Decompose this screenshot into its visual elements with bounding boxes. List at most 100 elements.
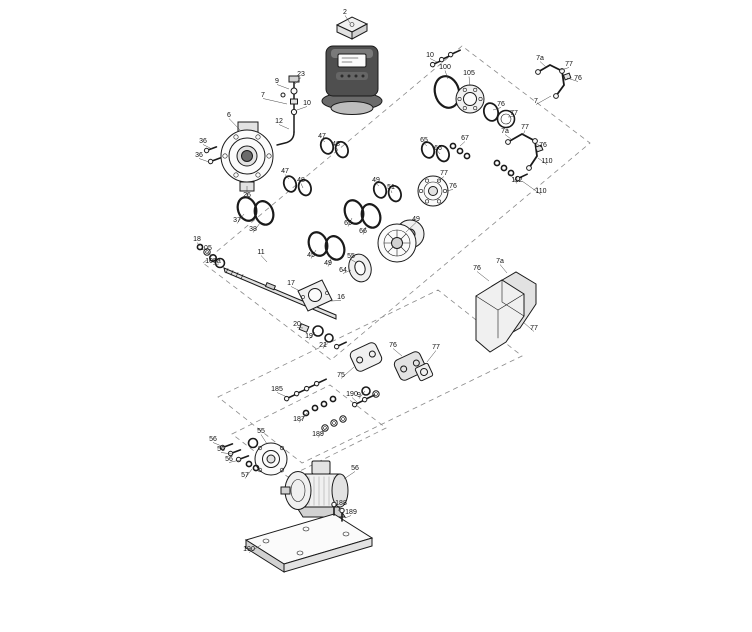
part-callout: 49 <box>324 260 332 267</box>
leader-line <box>392 348 403 357</box>
part-callout: 75 <box>337 372 345 379</box>
leader-line <box>322 339 328 349</box>
leader-line <box>537 157 548 165</box>
leader-line <box>347 217 353 227</box>
part-callout: 21 <box>319 342 327 349</box>
part-callout: 17 <box>287 280 295 287</box>
part-callout: 38 <box>249 226 257 233</box>
leader-line <box>437 151 441 155</box>
part-callout: 77 <box>521 124 529 131</box>
nut <box>330 419 338 427</box>
pump-stool <box>475 271 537 353</box>
leader-line <box>423 143 428 147</box>
leader-line <box>244 468 253 479</box>
leader-line <box>296 106 308 111</box>
bearing-assembly <box>377 219 425 263</box>
leader-line <box>290 286 301 292</box>
leader-line <box>350 259 358 264</box>
washer <box>320 400 328 408</box>
part-callout: 6 <box>227 112 231 119</box>
leader-line <box>444 70 449 80</box>
leader-line <box>436 176 445 183</box>
part-callout: 48 <box>297 177 305 184</box>
leader-line <box>504 134 512 140</box>
fan-cover <box>335 16 369 40</box>
part-callout: 9 <box>357 392 361 399</box>
part-callout: 10 <box>426 52 434 59</box>
part-callout: 66 <box>434 145 442 152</box>
leader-line <box>535 142 544 149</box>
part-callout: 47 <box>318 133 326 140</box>
part-callout: 56 <box>351 465 359 472</box>
leader-line <box>220 452 233 455</box>
part-callout: 56 <box>209 436 217 443</box>
washer <box>245 460 253 468</box>
motor-flange <box>218 437 288 476</box>
part-callout: 37 <box>233 217 241 224</box>
part-callout: 110 <box>535 188 546 195</box>
part-callout: 47 <box>281 168 289 175</box>
priming-pipe <box>276 75 300 146</box>
screw <box>332 339 348 351</box>
leader-line <box>344 15 351 24</box>
leader-line <box>330 300 342 302</box>
leader-line <box>317 427 327 438</box>
part-callout: 26 <box>243 192 251 199</box>
leader-line <box>429 58 438 63</box>
leader-line <box>426 350 437 363</box>
part-callout: 45 <box>307 252 315 259</box>
nut <box>339 415 347 423</box>
part-callout: 7a <box>496 258 504 265</box>
leader-line <box>521 180 542 195</box>
part-callout: 23 <box>297 71 305 78</box>
washer <box>493 159 501 167</box>
part-callout: 66 <box>359 228 367 235</box>
leader-line <box>351 397 358 403</box>
part-callout: 105a <box>205 258 221 265</box>
washer <box>500 164 508 172</box>
baseplate <box>244 501 374 573</box>
part-callout: 105 <box>200 245 212 252</box>
part-callout: 11 <box>257 249 264 256</box>
part-callout: 100 <box>439 64 451 71</box>
leader-line <box>507 116 515 118</box>
leader-line <box>228 459 241 463</box>
shaft-assembly <box>196 243 348 351</box>
fastener-set <box>282 376 380 432</box>
part-callout: 55 <box>257 428 265 435</box>
leader-line <box>560 67 570 71</box>
leader-lines <box>196 15 579 553</box>
leader-line <box>212 442 225 448</box>
leader-line <box>522 321 535 332</box>
display-screen <box>337 53 367 68</box>
part-callout: 189 <box>312 431 324 438</box>
leader-line <box>358 390 366 399</box>
leader-line <box>228 118 241 131</box>
leader-line <box>260 255 268 263</box>
leader-line <box>278 124 290 130</box>
part-callout: 190 <box>346 391 358 398</box>
part-callout: 20 <box>293 321 301 328</box>
leader-line <box>522 130 526 136</box>
part-callout: 187 <box>293 416 305 423</box>
part-callout: 76 <box>449 183 457 190</box>
part-callout: 64 <box>339 267 347 274</box>
chamber-disc <box>348 253 372 283</box>
part-callout: 189 <box>345 509 357 516</box>
leader-line <box>499 264 508 274</box>
washer <box>463 152 471 160</box>
washer <box>507 169 515 177</box>
guide-planes <box>202 45 591 478</box>
part-callout: 9 <box>275 78 279 85</box>
motor <box>280 460 349 518</box>
part-callout: 56 <box>217 446 225 453</box>
part-callout: 185 <box>271 386 283 393</box>
leader-line <box>296 327 304 329</box>
part-callout: 36 <box>199 138 207 145</box>
part-callout: 67 <box>461 135 469 142</box>
control-unit <box>321 45 383 115</box>
part-callout: 65 <box>420 137 428 144</box>
part-callout: 48 <box>332 141 340 148</box>
